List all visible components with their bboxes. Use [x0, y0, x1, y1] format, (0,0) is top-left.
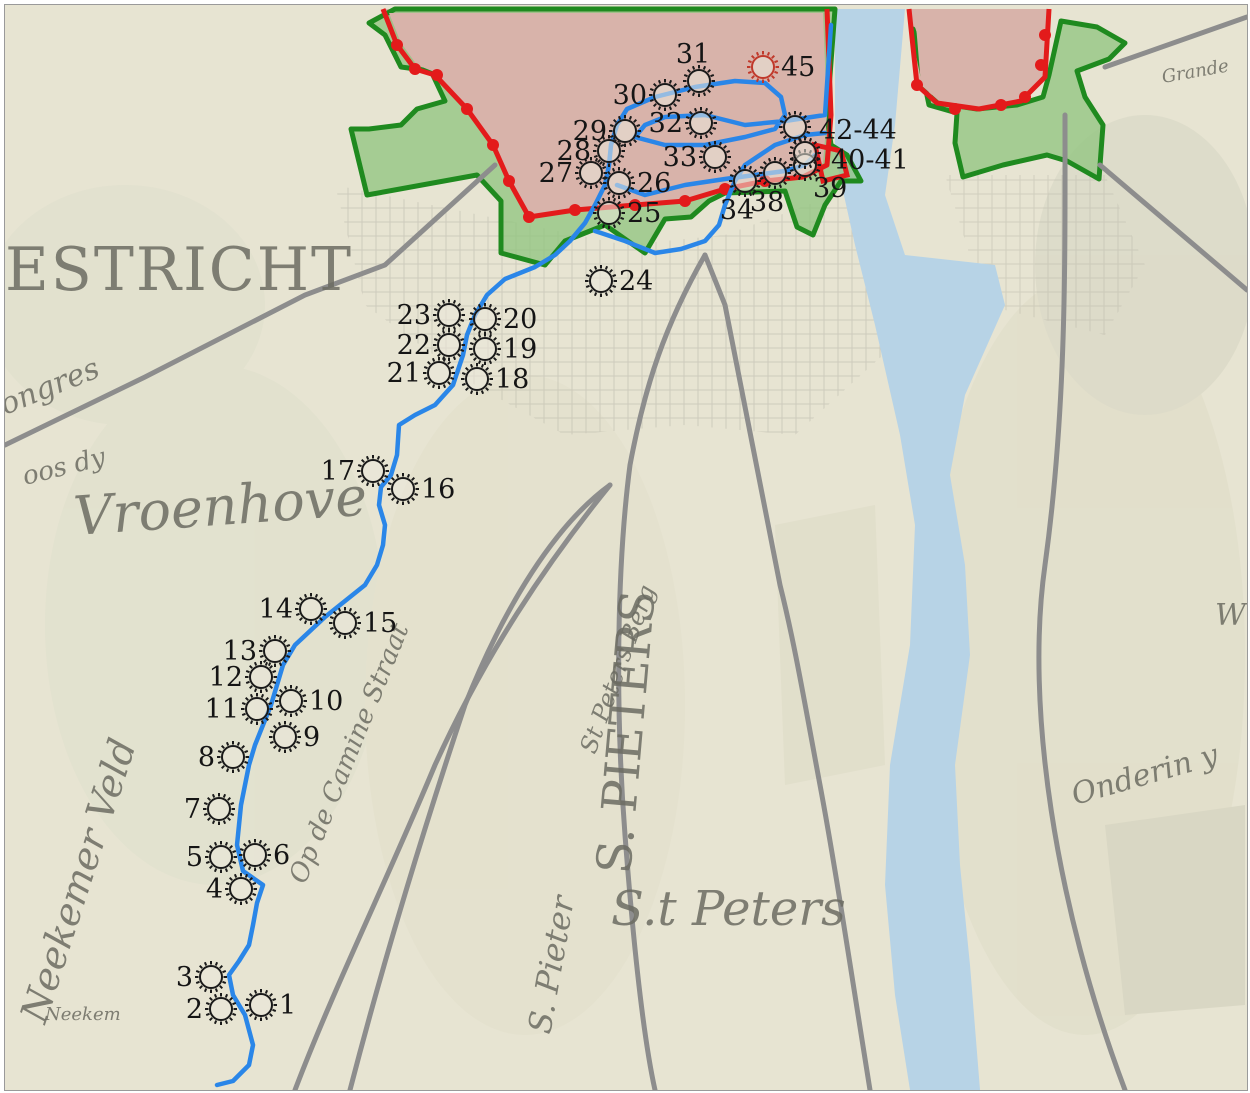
- river-maas: [835, 9, 1005, 1090]
- stop-label: 24: [619, 266, 653, 297]
- sun-icon[interactable]: [789, 137, 821, 169]
- stop-label: 15: [363, 608, 397, 639]
- sun-icon[interactable]: [225, 873, 257, 905]
- sun-icon[interactable]: [729, 165, 761, 197]
- stop-label: 18: [495, 364, 529, 395]
- sun-icon[interactable]: [241, 693, 273, 725]
- stop-label: 12: [209, 662, 243, 693]
- stop-label: 11: [205, 694, 239, 725]
- city-east-overlay: [915, 13, 1045, 107]
- stop-label: 8: [198, 742, 215, 773]
- stop-label: 4: [206, 874, 223, 905]
- sun-icon[interactable]: [259, 635, 291, 667]
- sun-icon[interactable]: [469, 333, 501, 365]
- stop-label: 13: [223, 636, 257, 667]
- sun-icon[interactable]: [239, 839, 271, 871]
- sun-icon[interactable]: [423, 357, 455, 389]
- sun-icon[interactable]: [685, 107, 717, 139]
- stop-label: 22: [397, 330, 431, 361]
- stop-label: 1: [279, 990, 296, 1021]
- fortification-points: [391, 29, 1051, 223]
- stop-label: 32: [649, 108, 683, 139]
- sun-icon[interactable]: [779, 111, 811, 143]
- stop-label: 7: [184, 794, 201, 825]
- label-neekem: Neekem: [44, 1004, 121, 1025]
- stop-label: 9: [303, 722, 320, 753]
- stop-label: 31: [676, 39, 710, 70]
- sun-icon[interactable]: [205, 841, 237, 873]
- sun-icon[interactable]: [329, 607, 361, 639]
- sun-icon[interactable]: [245, 661, 277, 693]
- sun-icon[interactable]: [433, 299, 465, 331]
- stop-label: 29: [573, 116, 607, 147]
- stop-label: 23: [397, 300, 431, 331]
- terrain-texture: [5, 115, 1247, 1035]
- sun-icon[interactable]: [649, 79, 681, 111]
- sun-icon[interactable]: [593, 197, 625, 229]
- stop-label: 26: [637, 168, 671, 199]
- label-maastricht: ESTRICHT: [5, 235, 353, 305]
- sun-icon[interactable]: [195, 961, 227, 993]
- sun-icon[interactable]: [585, 265, 617, 297]
- map-frame: ESTRICHT ongres oos dy Vroenhove Op de C…: [4, 4, 1248, 1091]
- sun-icon[interactable]: [269, 721, 301, 753]
- sun-icon[interactable]: [433, 329, 465, 361]
- sun-icon[interactable]: [205, 993, 237, 1025]
- roads: [5, 14, 1247, 1090]
- sun-icon[interactable]: [275, 685, 307, 717]
- sun-icon[interactable]: [203, 793, 235, 825]
- stop-label: 45: [781, 52, 815, 83]
- stop-label: 19: [503, 334, 537, 365]
- label-w: W: [1215, 598, 1247, 633]
- stop-label: 40-41: [831, 145, 909, 176]
- stop-label: 10: [309, 686, 343, 717]
- sun-icon[interactable]: [603, 167, 635, 199]
- historic-map[interactable]: ESTRICHT ongres oos dy Vroenhove Op de C…: [5, 5, 1247, 1090]
- stop-label: 42-44: [819, 115, 897, 146]
- sun-icon[interactable]: [575, 157, 607, 189]
- stop-label: 6: [273, 840, 290, 871]
- stop-label: 27: [539, 158, 573, 189]
- stop-label: 3: [176, 962, 193, 993]
- sun-icon[interactable]: [461, 363, 493, 395]
- sun-icon[interactable]: [609, 115, 641, 147]
- sun-icon[interactable]: [469, 303, 501, 335]
- stop-label: 14: [259, 594, 293, 625]
- stop-label: 21: [387, 358, 421, 389]
- stop-label: 25: [627, 198, 661, 229]
- stop-label: 5: [186, 842, 203, 873]
- sun-icon[interactable]: [593, 135, 625, 167]
- stop-label: 17: [321, 456, 355, 487]
- sun-icon[interactable]: [245, 989, 277, 1021]
- stop-label: 16: [421, 474, 455, 505]
- sun-icon[interactable]: [387, 473, 419, 505]
- sun-icon[interactable]: [357, 455, 389, 487]
- sun-icon[interactable]: [217, 741, 249, 773]
- sun-icon[interactable]: [683, 65, 715, 97]
- sun-icon[interactable]: [295, 593, 327, 625]
- red-sun-icon[interactable]: [747, 51, 779, 83]
- stop-label: 20: [503, 304, 537, 335]
- stop-label: 28: [557, 136, 591, 167]
- stop-label: 34: [720, 195, 754, 226]
- stop-label: 2: [186, 994, 203, 1025]
- stop-label: 39: [813, 173, 847, 204]
- label-st-peters: S.t Peters: [611, 881, 846, 937]
- sun-icon[interactable]: [759, 157, 791, 189]
- stop-label: 38: [750, 187, 784, 218]
- sun-icon[interactable]: [699, 141, 731, 173]
- stop-label: 33: [663, 142, 697, 173]
- stop-label: 30: [613, 80, 647, 111]
